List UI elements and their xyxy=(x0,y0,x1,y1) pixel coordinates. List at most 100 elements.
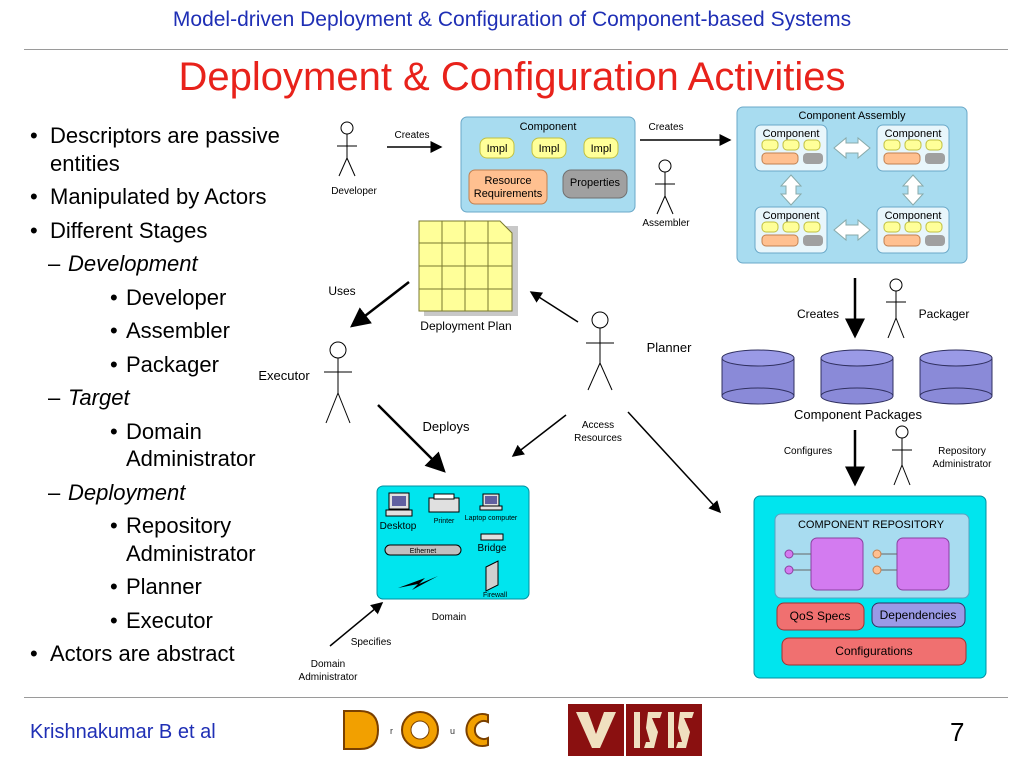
component-assembly-box: Component Assembly Component Component C… xyxy=(736,106,968,264)
deploys-arrow xyxy=(377,404,446,473)
access-resources-label: Access xyxy=(582,420,614,431)
stage-item: –Target xyxy=(48,385,130,410)
access-domain-arrow xyxy=(511,414,567,457)
firewall-label: Firewall xyxy=(483,592,508,599)
component-package-icon xyxy=(919,349,993,405)
component-label: Component xyxy=(885,128,942,140)
domain-box: Desktop Printer Laptop computer Bridge E… xyxy=(376,485,530,600)
svg-text:r: r xyxy=(390,726,393,736)
bullet-item: Actors are abstract xyxy=(30,640,330,668)
deployment-plan-label: Deployment Plan xyxy=(420,319,511,333)
specifies-label: Specifies xyxy=(351,637,392,648)
actor-item: Executor xyxy=(30,607,330,635)
component-packages-label: Component Packages xyxy=(794,407,922,422)
bullet-item: Different Stages xyxy=(30,217,330,245)
laptop-icon xyxy=(479,493,503,511)
ethernet-icon xyxy=(384,544,462,556)
footer-divider xyxy=(24,697,1008,698)
resource-requirements-label: Requirements xyxy=(474,188,543,200)
assembly-component: Component xyxy=(876,124,950,172)
developer-actor-icon xyxy=(337,121,357,177)
specifies-arrow xyxy=(329,602,384,647)
repository-administrator-actor-icon xyxy=(892,425,912,486)
planner-actor-icon xyxy=(586,311,614,391)
repository-title: COMPONENT REPOSITORY xyxy=(798,519,945,531)
planner-label: Planner xyxy=(647,340,692,355)
desktop-label: Desktop xyxy=(380,521,417,532)
stage-item: –Deployment xyxy=(48,479,186,505)
qos-specs-label: QoS Specs xyxy=(790,609,851,623)
developer-label: Developer xyxy=(331,186,377,197)
bullet-list: Descriptors are passive entities Manipul… xyxy=(30,122,330,674)
component-title: Component xyxy=(520,121,577,133)
printer-label: Printer xyxy=(434,518,455,525)
desktop-icon xyxy=(385,492,413,517)
actor-item: Planner xyxy=(30,573,330,601)
repository-administrator-label: Administrator xyxy=(933,459,993,470)
configurations-label: Configurations xyxy=(835,644,912,658)
domain-label: Domain xyxy=(432,612,466,623)
stage-label: Deployment xyxy=(68,479,186,505)
component-label: Component xyxy=(885,210,942,222)
component-package-icon xyxy=(820,349,894,405)
slide-title: Deployment & Configuration Activities xyxy=(178,55,846,99)
printer-icon xyxy=(428,493,460,513)
actor-item: Assembler xyxy=(30,317,330,345)
lightning-icon xyxy=(398,576,438,590)
component-label: Component xyxy=(763,210,820,222)
bullet-item: Descriptors are passive entities xyxy=(30,122,330,177)
ethernet-label: Ethernet xyxy=(410,548,437,555)
component-label: Component xyxy=(763,128,820,140)
stage-label: Development xyxy=(68,251,198,276)
actor-item: Domain Administrator xyxy=(30,418,330,473)
domain-administrator-label: Administrator xyxy=(299,672,359,683)
impl-label: Impl xyxy=(591,143,612,155)
planner-plan-arrow xyxy=(529,291,579,323)
bridge-icon xyxy=(480,533,504,541)
isis-logo xyxy=(568,704,702,756)
deploys-label: Deploys xyxy=(423,419,470,434)
assembly-component: Component xyxy=(754,124,828,172)
footer-author: Krishnakumar B et al xyxy=(30,721,216,743)
configures-label: Configures xyxy=(784,446,832,457)
assembly-title: Component Assembly xyxy=(799,110,906,122)
creates-label: Creates xyxy=(648,122,683,133)
bridge-label: Bridge xyxy=(478,543,507,554)
impl-label: Impl xyxy=(539,143,560,155)
properties-label: Properties xyxy=(570,177,621,189)
firewall-icon xyxy=(485,560,499,592)
creates-label: Creates xyxy=(797,307,839,321)
impl-label: Impl xyxy=(487,143,508,155)
stage-label: Target xyxy=(68,385,130,410)
assembler-actor-icon xyxy=(655,159,675,215)
creates-label: Creates xyxy=(394,130,429,141)
executor-label: Executor xyxy=(258,368,310,383)
assembler-label: Assembler xyxy=(642,218,690,229)
actor-item: Repository Administrator xyxy=(30,512,330,567)
bullet-item: Manipulated by Actors xyxy=(30,183,330,211)
svg-text:u: u xyxy=(450,726,455,736)
domain-administrator-label: Domain xyxy=(311,659,345,670)
component-repository-box: COMPONENT REPOSITORY QoS Specs Dependenc… xyxy=(753,495,987,679)
dependencies-label: Dependencies xyxy=(880,608,957,622)
uses-label: Uses xyxy=(328,284,355,298)
actor-item: Developer xyxy=(30,284,330,312)
header-title: Model-driven Deployment & Configuration … xyxy=(172,8,852,31)
component-package-icon xyxy=(721,349,795,405)
stage-item: –Development xyxy=(48,251,198,276)
assembly-component: Component xyxy=(754,206,828,254)
executor-actor-icon xyxy=(324,341,352,424)
repository-administrator-label: Repository xyxy=(938,446,986,457)
laptop-label: Laptop computer xyxy=(465,515,518,522)
assembly-component: Component xyxy=(876,206,950,254)
actor-item: Packager xyxy=(30,351,330,379)
page-number: 7 xyxy=(950,717,965,747)
packager-actor-icon xyxy=(886,278,906,339)
packager-label: Packager xyxy=(919,307,970,321)
deployment-plan-icon xyxy=(418,220,518,316)
component-box: Component Impl Impl Impl Resource Requir… xyxy=(460,116,636,213)
resource-requirements-label: Resource xyxy=(484,175,531,187)
doc-logo: r u xyxy=(338,705,508,755)
access-resources-label: Resources xyxy=(574,433,622,444)
